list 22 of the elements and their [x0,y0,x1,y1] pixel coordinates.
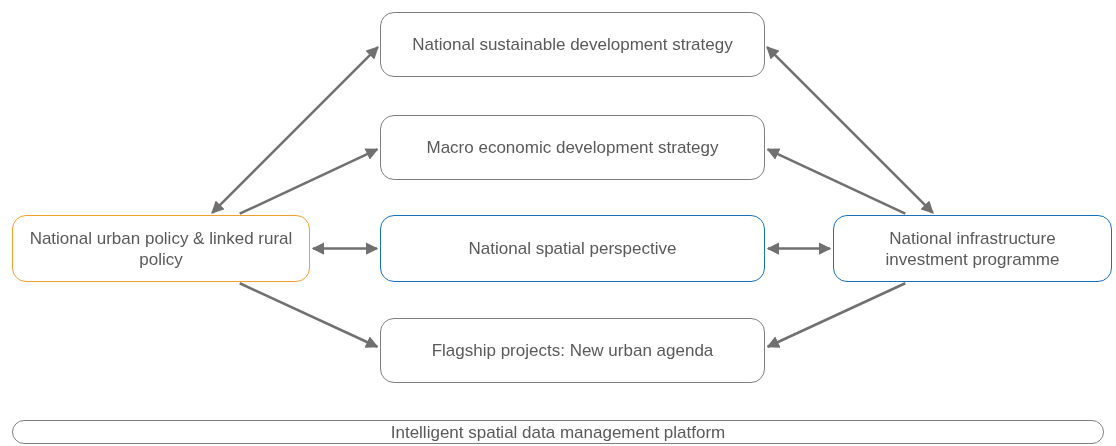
arrow [766,46,934,214]
arrow [766,148,906,215]
box-label: National urban policy & linked rural policy [28,227,294,270]
arrow [239,148,379,215]
box-label: National infrastructure investment programme [884,227,1061,270]
box-label: Intelligent spatial data management platform [390,421,726,443]
rounded-box [12,215,310,282]
arrow [766,242,832,255]
arrow [239,282,379,348]
rounded-box [380,12,765,77]
arrow [766,282,906,348]
arrow [211,46,379,214]
rounded-box [12,420,1104,444]
box-label: National spatial perspective [468,238,677,259]
box-label: Flagship projects: New urban agenda [431,340,714,361]
rounded-box [833,215,1112,282]
rounded-box [380,318,765,383]
rounded-box [380,215,765,282]
box-label: National sustainable development strategy [412,34,733,55]
box-label: Macro economic development strategy [426,137,719,158]
arrow [311,242,379,255]
rounded-box [380,115,765,180]
